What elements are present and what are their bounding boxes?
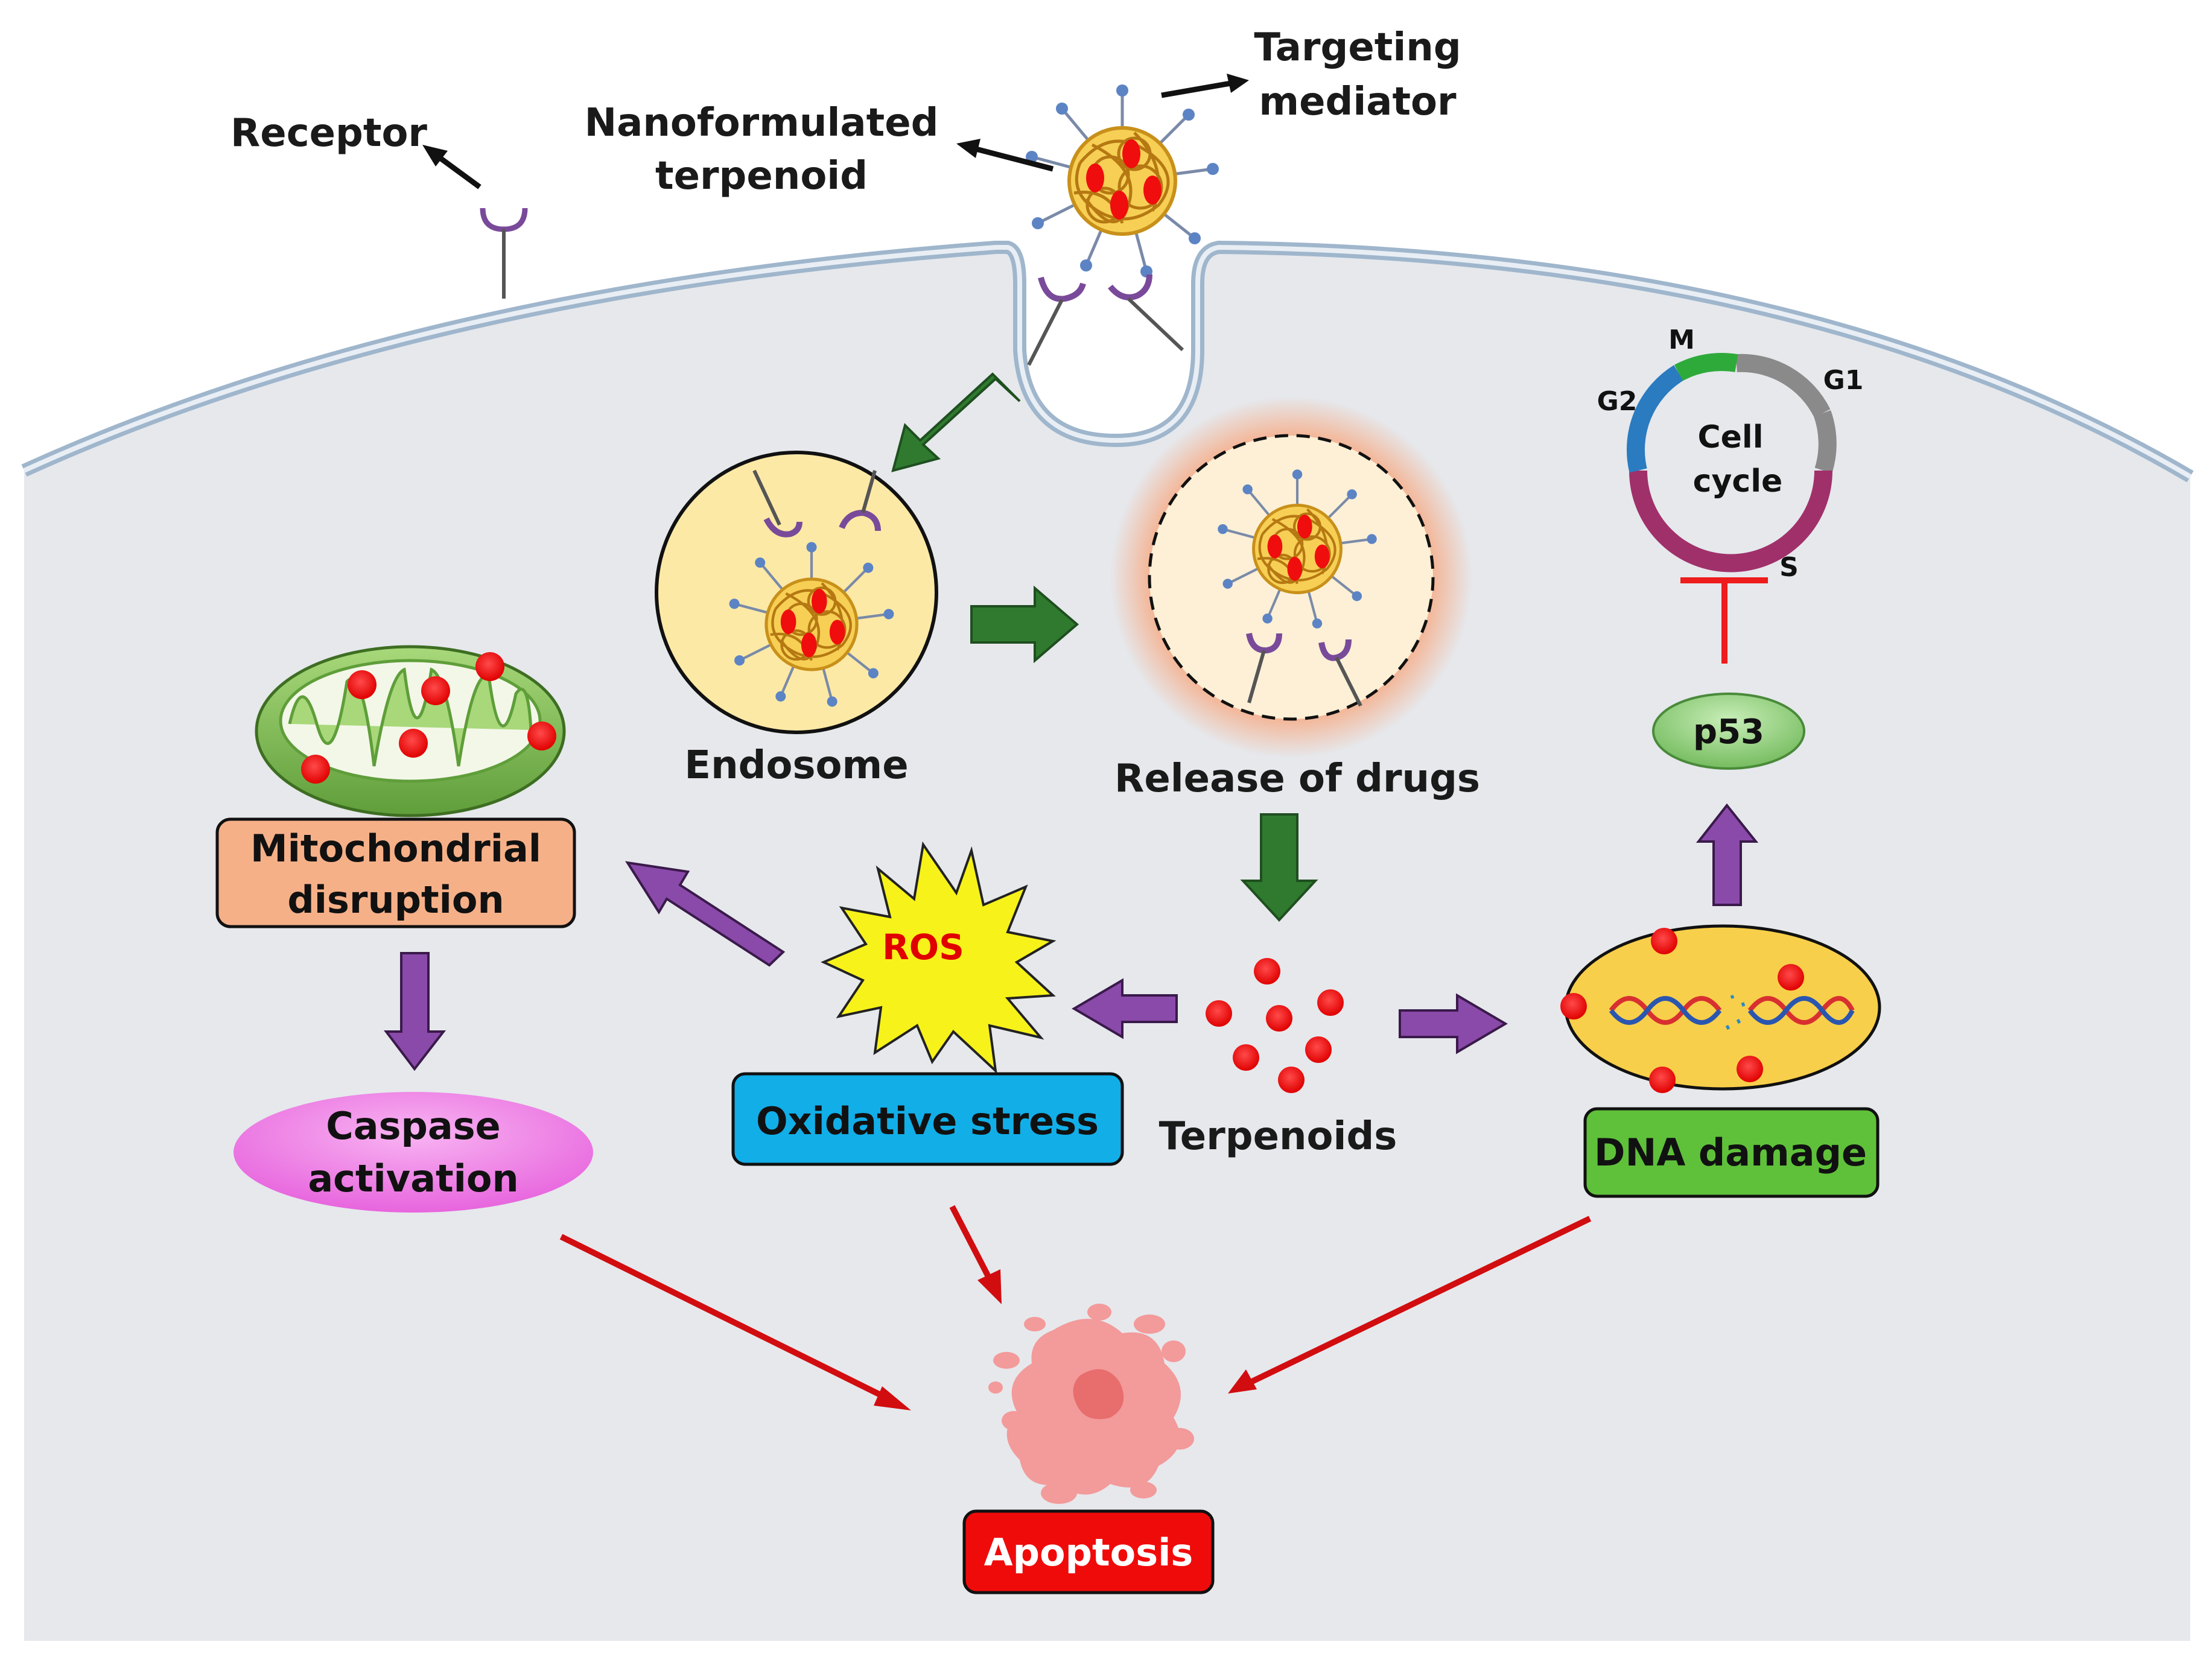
inhibition-bar-icon: [1680, 577, 1768, 664]
purple-arrow-to-dna: [1399, 993, 1508, 1054]
apoptotic-cell-icon: [988, 1304, 1194, 1504]
purple-arrow-to-ros: [1072, 978, 1178, 1039]
ros-label: ROS: [882, 927, 964, 968]
endosome-receptors-icon: [752, 469, 881, 538]
dna-damage-box: [1583, 1107, 1880, 1198]
endosome-label: Endosome: [684, 743, 908, 788]
dna-strand-icon: [1609, 995, 1855, 1030]
targeting-label-line2: mediator: [1259, 80, 1457, 124]
caspase-label-line1: Caspase: [326, 1104, 500, 1148]
cell-cycle-label-line1: Cell: [1697, 419, 1763, 455]
green-arrow-to-terpenoids: [1240, 813, 1318, 922]
nanoformulated-label-line1: Nanoformulated: [585, 101, 939, 145]
green-arrow-to-release: [970, 585, 1079, 664]
phase-g1-label: G1: [1823, 365, 1864, 396]
mitochondrial-disruption-box: [215, 817, 576, 928]
nanoparticle-icon: [1026, 84, 1219, 278]
release-label: Release of drugs: [1114, 756, 1480, 801]
cell-cycle-ring-icon: [1627, 353, 1837, 572]
nano-pointer-arrow: [970, 145, 1054, 172]
green-arrow-to-endosome: [891, 372, 1021, 472]
oxidative-stress-label: Oxidative stress: [756, 1099, 1099, 1143]
p53-label: p53: [1693, 712, 1764, 752]
oxidative-stress-box: [731, 1072, 1124, 1166]
cell-body: [24, 247, 2190, 1641]
receptor-pointer-arrow: [433, 151, 481, 189]
ros-burst-icon: [821, 841, 1057, 1074]
nanoformulated-label-line2: terpenoid: [655, 154, 868, 198]
p53-ellipse: [1652, 693, 1805, 770]
receptor-label: Receptor: [230, 111, 427, 156]
mitochondrial-label-line2: disruption: [287, 878, 504, 922]
invagination-receptors-icon: [1027, 274, 1184, 366]
purple-arrow-to-caspase: [383, 952, 447, 1071]
red-arrows-to-apoptosis: [559, 1205, 1592, 1410]
caspase-activation-ellipse: [234, 1092, 593, 1213]
targeting-pointer-arrow: [1161, 80, 1232, 98]
release-receptors-icon: [1246, 632, 1362, 707]
targeting-label-line1: Targeting: [1254, 25, 1461, 70]
phase-m-label: M: [1668, 325, 1695, 355]
apoptosis-box: [962, 1509, 1215, 1594]
apoptosis-label: Apoptosis: [984, 1530, 1193, 1575]
purple-arrow-to-mitochondria: [625, 861, 786, 967]
phase-g2-label: G2: [1597, 386, 1638, 417]
mitochondrion-icon: [255, 645, 566, 817]
receptor-icon: [480, 208, 528, 299]
phase-s-label: S: [1779, 552, 1799, 583]
terpenoid-dots: [1206, 958, 1344, 1093]
cell-cycle-label-line2: cycle: [1693, 463, 1783, 500]
purple-arrow-to-p53: [1696, 803, 1759, 906]
dna-damage-label: DNA damage: [1594, 1131, 1867, 1175]
nucleus-drug-dots: [1560, 928, 1804, 1093]
terpenoids-label: Terpenoids: [1159, 1114, 1397, 1159]
caspase-label-line2: activation: [308, 1156, 518, 1200]
mitochondrial-label-line1: Mitochondrial: [250, 826, 541, 871]
